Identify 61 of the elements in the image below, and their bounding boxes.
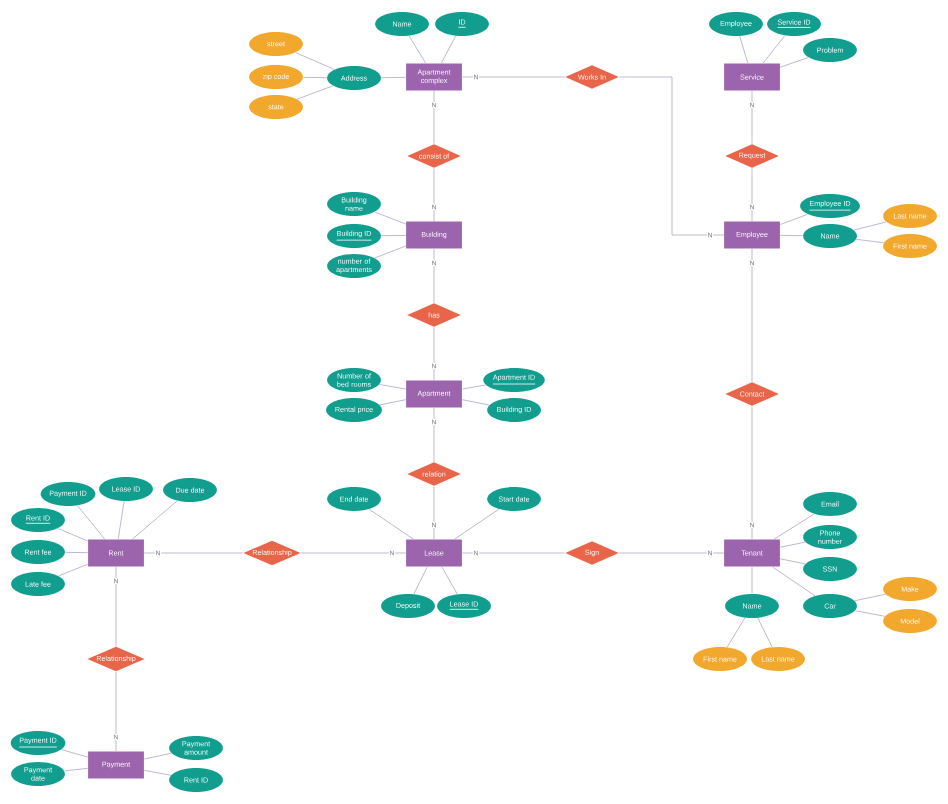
connector-line	[380, 76, 407, 79]
connector-line	[779, 541, 806, 548]
connector-line	[757, 617, 773, 648]
connector-line	[433, 326, 435, 381]
connector-line	[779, 234, 804, 237]
connector-line	[618, 552, 725, 554]
connector-line	[773, 513, 815, 540]
connector-line	[379, 399, 407, 406]
connector-line	[433, 90, 435, 145]
connector-line	[751, 90, 753, 145]
connector-line	[57, 528, 89, 542]
connector-line	[461, 76, 566, 78]
connector-line	[433, 167, 435, 222]
connector-line	[853, 221, 887, 231]
connector-line	[380, 234, 407, 237]
connector-line	[726, 617, 746, 648]
connector-line	[433, 248, 435, 304]
connector-line	[441, 566, 458, 595]
connector-line	[771, 566, 816, 597]
connector-line	[413, 566, 428, 595]
connector-line	[762, 35, 786, 64]
connector-line	[854, 610, 886, 617]
connector-line	[368, 508, 414, 540]
connector-line	[143, 752, 172, 760]
connector-line	[131, 500, 178, 540]
connector-line	[779, 558, 806, 565]
connector-line	[115, 671, 117, 752]
connector-line	[779, 57, 809, 68]
connector-line	[433, 485, 435, 540]
connector-line	[461, 399, 490, 406]
connector-line	[296, 85, 334, 100]
connector-line	[77, 505, 106, 540]
connector-line	[461, 384, 486, 390]
connector-line	[461, 552, 566, 554]
connector-line	[408, 35, 427, 64]
connector-line	[751, 248, 753, 383]
connector-line	[295, 52, 335, 70]
connector-line	[433, 407, 435, 463]
connector-line	[440, 35, 457, 64]
connector-line	[61, 749, 89, 758]
connector-line	[779, 213, 809, 225]
connector-line	[751, 405, 753, 540]
connector-line	[300, 552, 407, 554]
connector-line	[64, 551, 89, 554]
connector-line	[117, 500, 125, 540]
connector-line	[143, 552, 244, 554]
connector-line	[143, 769, 172, 776]
connector-line	[58, 563, 89, 577]
connector-line	[854, 593, 886, 602]
connector-line	[855, 238, 885, 244]
connector-line	[739, 35, 749, 64]
connector-line	[379, 384, 407, 390]
connector-line	[618, 76, 725, 236]
connector-line	[374, 211, 407, 225]
connector-line	[115, 566, 117, 647]
connector-line	[302, 76, 328, 79]
connector-line	[751, 566, 753, 595]
connector-line	[454, 508, 500, 540]
connector-line	[64, 767, 89, 772]
connector-line	[374, 245, 407, 259]
connector-line	[751, 167, 753, 222]
